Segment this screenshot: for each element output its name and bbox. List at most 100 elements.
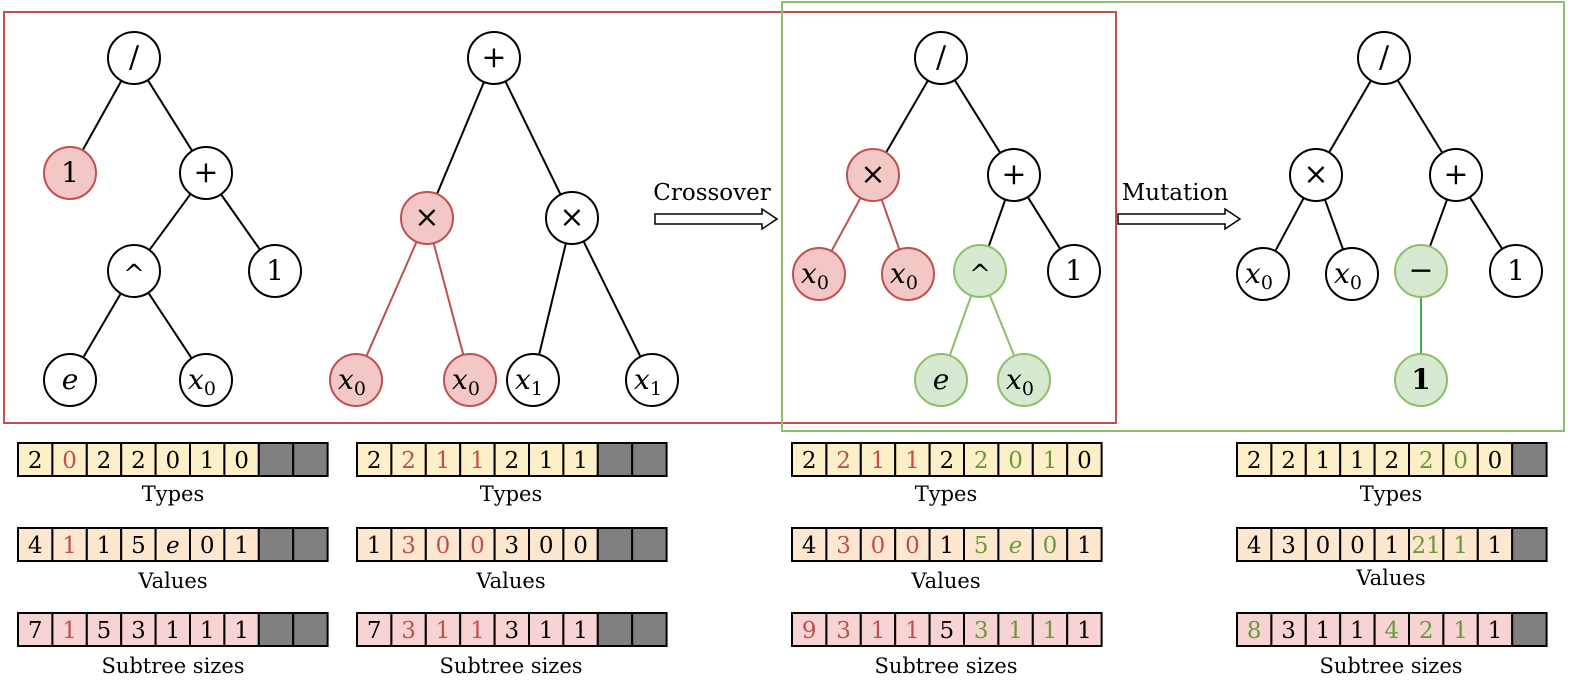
array-cell-value: 0: [1008, 448, 1023, 474]
offspring-subtree-caption: Subtree sizes: [874, 654, 1017, 678]
array-cell-value: 1: [905, 448, 920, 474]
array-cell: [562, 612, 599, 647]
parent-1-node-label: +: [193, 155, 218, 190]
array-cell: [1270, 527, 1307, 562]
parent-2-node-0: +: [467, 31, 521, 85]
offspring-node-circle: [1047, 244, 1101, 298]
parent-1-node-label: 1: [61, 156, 79, 189]
array-cell: [223, 612, 260, 647]
offspring-node-8: x0: [997, 353, 1051, 407]
mutated-node-label: ×: [1303, 157, 1328, 192]
offspring-types-caption: Types: [915, 482, 978, 506]
array-cell-value: 2: [836, 448, 851, 474]
offspring-node-label: e: [933, 363, 950, 396]
parent-1-edge-1: [146, 79, 194, 152]
array-cell: [1066, 442, 1103, 477]
array-cell: [1476, 612, 1514, 647]
parent-1-node-label: 1: [266, 254, 284, 287]
array-cell-value: 4: [1384, 618, 1399, 644]
array-cell: [51, 612, 88, 647]
array-cell: [825, 442, 862, 477]
parent-1-node-3: ^: [107, 244, 161, 298]
offspring-values-caption: Values: [910, 569, 980, 593]
array-cell-value: 1: [1316, 618, 1331, 644]
parent-1-types-caption: Types: [142, 482, 205, 506]
array-cell-value: 8: [1247, 618, 1262, 644]
parent-2-node-6: x1: [625, 353, 679, 407]
array-cell-value: 1: [573, 448, 588, 474]
parent-2-node-label: x1: [634, 363, 662, 400]
array-cell-value: 3: [1281, 533, 1296, 559]
array-cell-value: 3: [504, 533, 519, 559]
parent-2-node-1: ×: [400, 191, 454, 245]
array-cell: [528, 527, 565, 562]
crossover-arrow: [654, 207, 779, 231]
array-cell-value: 1: [1043, 618, 1058, 644]
parent-1-node-label: ^: [123, 260, 145, 290]
parent-2-edge-1: [504, 80, 562, 196]
parent-2-node-circle: [443, 353, 497, 407]
array-cell-value: 0: [1316, 533, 1331, 559]
array-cell-value: 1: [539, 448, 554, 474]
offspring-node-0: /: [914, 31, 968, 85]
array-cell: [85, 527, 123, 562]
array-cell-value: 1: [367, 533, 382, 559]
array-cell-value: 1: [200, 448, 215, 474]
array-cell: [154, 612, 192, 647]
array-cell: [356, 527, 393, 562]
offspring-node-circle: [792, 247, 846, 301]
array-cell-value: 0: [573, 533, 588, 559]
array-cell: [528, 442, 565, 477]
array-cell: [1031, 612, 1069, 647]
array-cell: [223, 442, 260, 477]
empty-cell: [257, 442, 295, 477]
array-cell: [1476, 442, 1514, 477]
array-cell-value: 5: [939, 618, 954, 644]
array-cell-value: 0: [165, 448, 180, 474]
array-cell-value: 2: [974, 448, 989, 474]
array-cell-value: 3: [1281, 618, 1296, 644]
mutated-node-6: 1: [1489, 244, 1543, 298]
parent-2-node-label: x0: [452, 363, 480, 400]
array-cell: [1442, 612, 1479, 647]
array-cell-value: 1: [1316, 448, 1331, 474]
array-cell-value: 4: [1247, 533, 1262, 559]
array-cell-value: 1: [436, 448, 451, 474]
offspring-node-6: 1: [1047, 244, 1101, 298]
array-cell: [1373, 527, 1410, 562]
array-cell-value: 0: [1043, 533, 1058, 559]
offspring-node-label: 1: [1065, 254, 1083, 287]
array-cell: [17, 442, 54, 477]
parent-1-edge-2: [148, 193, 192, 251]
array-cell: [85, 612, 123, 647]
array-cell-value: 1: [436, 618, 451, 644]
mutation-frame: [781, 1, 1565, 432]
array-cell: [120, 527, 157, 562]
parent-2-node-circle: [400, 191, 454, 245]
offspring-node-label: +: [1001, 157, 1026, 192]
parent-2-node-label: ×: [559, 200, 584, 235]
array-cell: [424, 612, 462, 647]
offspring-node-circle: [953, 244, 1007, 298]
array-cell-value: 0: [539, 533, 554, 559]
array-cell: [1373, 612, 1410, 647]
array-cell: [928, 442, 965, 477]
parent-2-node-label: x1: [515, 363, 543, 400]
array-cell: [825, 612, 862, 647]
mutated-node-7: 1: [1394, 353, 1448, 407]
parent-2-edge-0: [436, 81, 485, 195]
array-cell: [859, 442, 897, 477]
array-cell-value: 0: [62, 448, 77, 474]
offspring-node-label: x0: [801, 257, 829, 294]
array-cell-value: 2: [367, 448, 382, 474]
empty-cell: [596, 612, 634, 647]
array-cell-value: 2: [1281, 448, 1296, 474]
mutated-node-label: −: [1408, 253, 1433, 288]
